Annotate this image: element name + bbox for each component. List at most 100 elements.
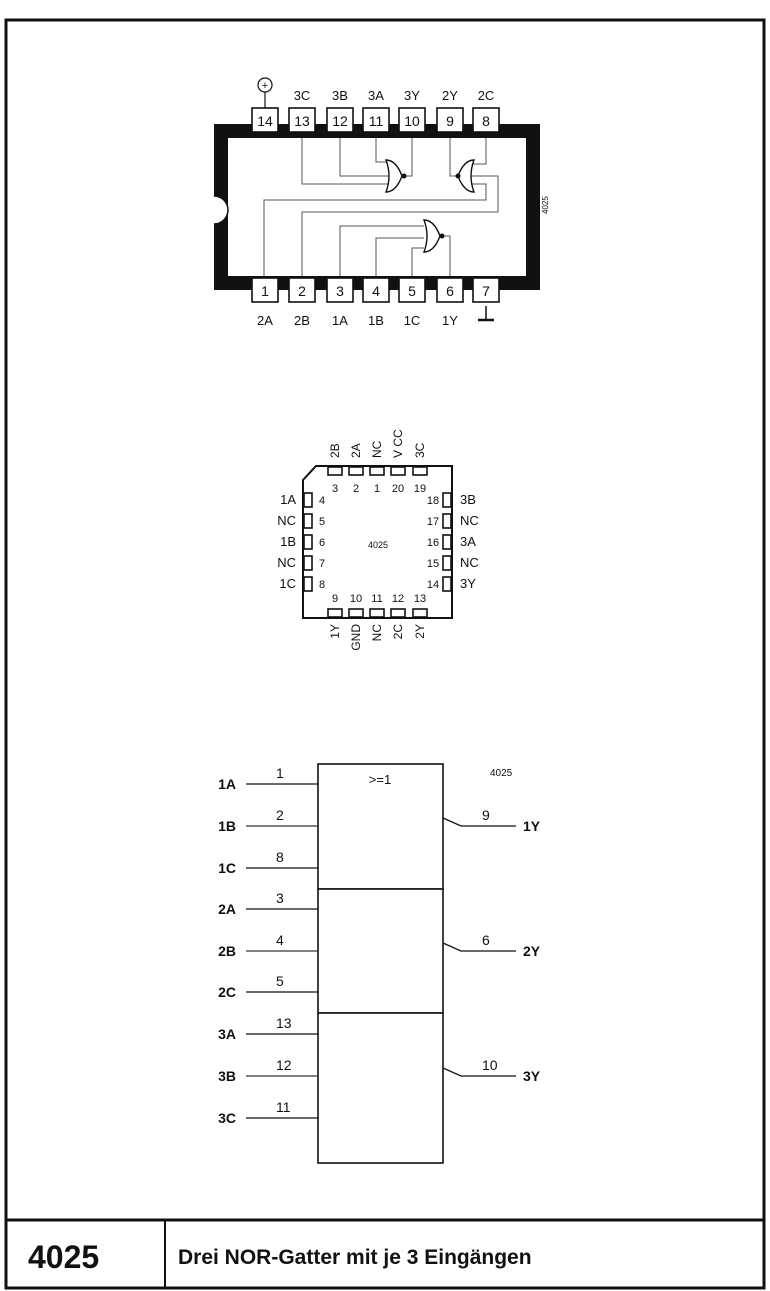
plcc-pin-number: 10 xyxy=(350,593,362,605)
dip-pin-2 xyxy=(288,277,316,303)
plcc-pin-number: 18 xyxy=(427,495,439,507)
plcc-pin-number: 2 xyxy=(353,483,359,495)
ground-symbol-icon xyxy=(478,306,494,322)
dip-pin-number: 12 xyxy=(332,113,348,129)
logic-input-pin-number: 12 xyxy=(276,1057,292,1073)
plcc-pin-label: NC xyxy=(370,440,384,458)
logic-input-pin-number: 4 xyxy=(276,932,284,948)
dip-pin-13 xyxy=(288,107,316,133)
dip-pin-label: 2Y xyxy=(442,88,458,103)
footer-description: Drei NOR-Gatter mit je 3 Eingängen xyxy=(178,1246,532,1269)
nor-gate-3 xyxy=(384,159,403,193)
dip-pin-label: 3A xyxy=(368,88,384,103)
plcc-pin-label: NC xyxy=(277,513,296,528)
plcc-pin-number: 1 xyxy=(374,483,380,495)
plcc-pin-number: 9 xyxy=(332,593,338,605)
footer-part-number: 4025 xyxy=(28,1239,99,1275)
plcc-pin-label: 1B xyxy=(280,534,296,549)
logic-output-pin-number: 9 xyxy=(482,807,490,823)
dip-pin-label: 2B xyxy=(294,313,310,328)
dip-pin-number: 3 xyxy=(336,283,344,299)
logic-output-label: 1Y xyxy=(523,818,541,834)
plcc-pin-13 xyxy=(412,608,428,618)
logic-output-line xyxy=(442,817,516,827)
plcc-pin-label: NC xyxy=(277,555,296,570)
logic-input-label: 1B xyxy=(218,818,236,834)
logic-input-label: 2C xyxy=(218,984,236,1000)
plcc-pin-1 xyxy=(369,466,385,476)
plcc-pin-6 xyxy=(303,534,313,550)
plcc-pin-label: 2A xyxy=(349,443,363,458)
logic-input-label: 2A xyxy=(218,901,236,917)
dip-pin-number: 13 xyxy=(294,113,310,129)
logic-input-pin-number: 11 xyxy=(276,1099,291,1115)
dip-body-inner xyxy=(228,138,526,276)
plcc-pin-label: 1Y xyxy=(328,624,342,639)
logic-input-label: 2B xyxy=(218,943,236,959)
dip-part-label: 4025 xyxy=(541,196,550,214)
dip-pin-label: 1B xyxy=(368,313,384,328)
dip-pin-1 xyxy=(251,277,279,303)
dip-pin-label: 1C xyxy=(404,313,421,328)
or-function-symbol: >=1 xyxy=(369,772,391,787)
dip-pin-4 xyxy=(362,277,390,303)
plcc-pin-15 xyxy=(442,555,452,571)
dip-pin-number: 5 xyxy=(408,283,416,299)
plcc-pin-number: 16 xyxy=(427,537,439,549)
dip-pin-number: 1 xyxy=(261,283,269,299)
dip-pin-12 xyxy=(326,107,354,133)
dip-pin-7 xyxy=(472,277,500,303)
dip-pin-number: 10 xyxy=(404,113,420,129)
dip-pin-3 xyxy=(326,277,354,303)
logic-input-label: 1C xyxy=(218,860,236,876)
plcc-pin-label: NC xyxy=(460,513,479,528)
plcc-pin-number: 8 xyxy=(319,579,325,591)
logic-input-label: 3C xyxy=(218,1110,236,1126)
dip-pin-10 xyxy=(398,107,426,133)
logic-output-line xyxy=(442,1067,516,1077)
plcc-pin-label: 3C xyxy=(413,442,427,458)
dip-pin-number: 9 xyxy=(446,113,454,129)
dip-pin-number: 2 xyxy=(298,283,306,299)
logic-output-label: 2Y xyxy=(523,943,541,959)
plcc-pin-number: 11 xyxy=(371,593,382,605)
page-frame xyxy=(4,18,766,1290)
plcc-pin-label: NC xyxy=(460,555,479,570)
plcc-pin-14 xyxy=(442,576,452,592)
dip-pin-label: 2C xyxy=(478,88,495,103)
dip-pin-11 xyxy=(362,107,390,133)
plcc-pin-10 xyxy=(348,608,364,618)
plcc-pin-number: 4 xyxy=(319,495,325,507)
dip-pin-9 xyxy=(436,107,464,133)
logic-part-label: 4025 xyxy=(490,768,513,779)
plcc-pin-label: 1A xyxy=(280,492,296,507)
plcc-pin-12 xyxy=(390,608,406,618)
plcc-pin-number: 20 xyxy=(392,483,404,495)
dip-pin-5 xyxy=(398,277,426,303)
plcc-pin-9 xyxy=(327,608,343,618)
plcc-pin-label: 3A xyxy=(460,534,476,549)
plcc-pin-8 xyxy=(303,576,313,592)
plcc-pin-7 xyxy=(303,555,313,571)
plcc-pin-16 xyxy=(442,534,452,550)
logic-symbol-diagram: >=1 4025 1A11B21C82A32B42C53A133B123C11 … xyxy=(218,763,541,1164)
logic-input-pin-number: 5 xyxy=(276,973,284,989)
plcc-pin-11 xyxy=(369,608,385,618)
plcc-pin-label: 2Y xyxy=(413,624,427,639)
plcc-pin-label: 2C xyxy=(391,624,405,640)
logic-block-2 xyxy=(317,888,444,1014)
dip-pin-label: 3Y xyxy=(404,88,420,103)
plcc-pin-number: 3 xyxy=(332,483,338,495)
plcc-pin-3 xyxy=(327,466,343,476)
dip-pin-8 xyxy=(472,107,500,133)
plcc-pin-label: 3Y xyxy=(460,576,476,591)
logic-block-1 xyxy=(317,763,444,890)
logic-input-pin-number: 8 xyxy=(276,849,284,865)
dip-pin-number: 7 xyxy=(482,283,490,299)
dip-pin-label: 3B xyxy=(332,88,348,103)
dip-notch xyxy=(214,196,228,224)
plcc-pin-number: 13 xyxy=(414,593,426,605)
dip-internal-wiring xyxy=(263,138,499,276)
logic-input-label: 1A xyxy=(218,776,236,792)
